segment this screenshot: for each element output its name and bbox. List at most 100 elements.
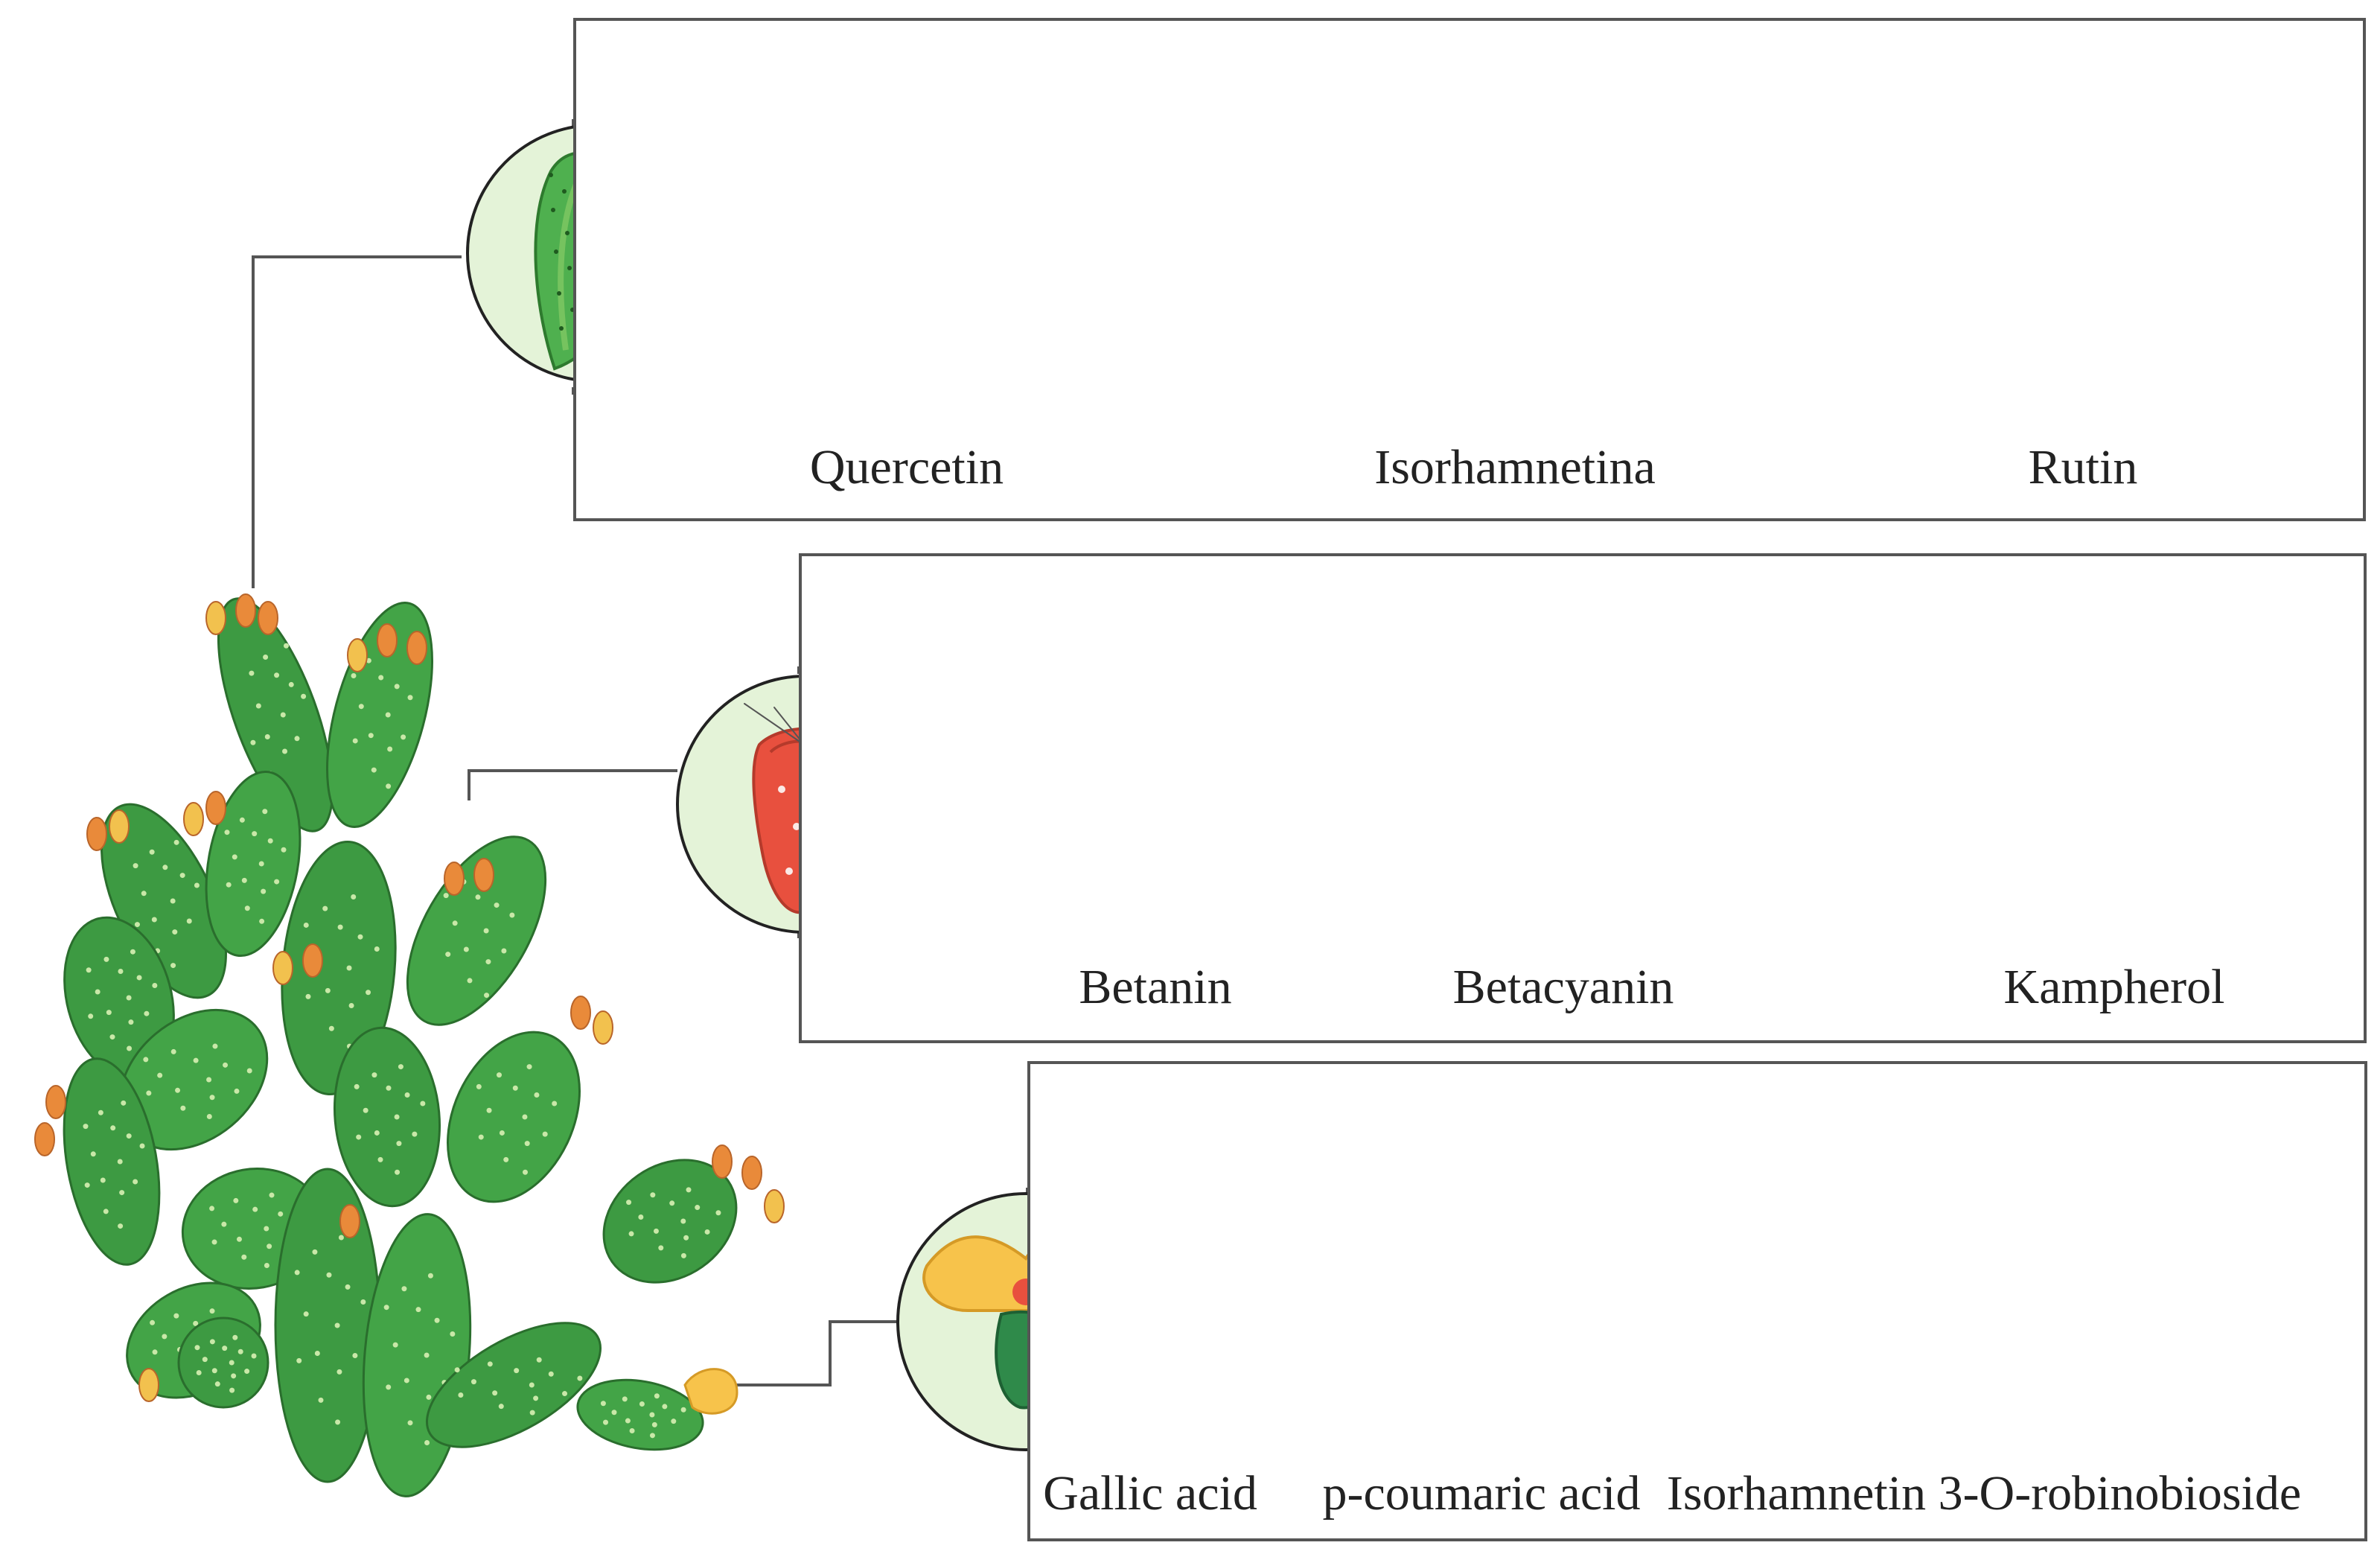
cactus-bud [764,1189,785,1223]
cactus-areole [548,1371,554,1377]
cactus-areole [542,1131,548,1137]
cactus-areole [374,1130,380,1136]
cactus-areole [212,1043,218,1049]
cactus-areole [136,975,142,981]
cactus-areole [404,1092,410,1098]
cactus-areole [267,838,273,844]
cactus-areole [274,879,280,885]
cactus-areole [133,1179,138,1185]
cactus-areole [396,1141,402,1147]
cactus-areole [348,1002,354,1008]
cactus-pad [602,1159,738,1284]
cactus-areole [296,1357,302,1363]
cactus-areole [84,1182,90,1188]
cactus-areole [209,1339,215,1345]
cactus-areole [98,1109,103,1115]
cactus-areole [173,839,179,845]
cactus-areole [392,1342,398,1348]
cactus-areole [232,1334,238,1340]
cactus-areole [452,920,458,926]
cactus-areole [639,1401,645,1407]
cactus-bud [444,862,465,896]
cactus-areole [503,1156,509,1162]
cactus-areole [483,928,489,934]
compound-label-isorhamnetin-robinobioside: Isorhamnetin 3-O-robinobioside [1666,1466,2302,1521]
cactus-areole [680,1252,686,1258]
cactus-areole [152,983,158,989]
cactus-areole [649,1433,655,1439]
cactus-areole [211,1239,217,1245]
cactus-areole [394,684,400,690]
cactus-areole [250,739,256,745]
cactus-areole [318,1397,324,1403]
cactus-areole [407,1420,413,1426]
cactus-areole [231,1373,237,1379]
cactus-areole [226,882,232,888]
cactus-areole [264,1262,269,1268]
cactus-areole [680,1407,686,1413]
compound-label-rutin: Rutin [2028,440,2138,494]
cactus-areole [179,873,185,879]
cactus-areole [244,905,250,911]
cactus-areole [368,733,374,739]
cactus-areole [383,1305,389,1311]
cactus-pad [177,1316,269,1409]
panel-fruit [799,553,2367,1043]
cactus-areole [363,1107,369,1113]
cactus-areole [407,695,413,701]
cactus-areole [280,712,286,718]
cactus-areole [426,1394,432,1400]
cactus-areole [263,655,269,660]
cladode-spine [554,249,558,254]
cactus-areole [371,1072,377,1078]
cactus-areole [229,1360,235,1366]
cactus-areole [237,1349,243,1354]
cactus-areole [654,1393,660,1399]
cactus-areole [529,1382,535,1388]
cactus-areole [662,1404,668,1410]
cladode-spine [557,291,561,296]
cactus-areole [224,830,230,835]
cactus-areole [487,1361,493,1367]
cactus-bud [235,593,256,628]
cactus-areole [443,893,449,899]
compound-label-betacyanin: Betacyanin [1452,960,1674,1014]
cactus-bud [741,1156,762,1190]
cactus-areole [152,1349,158,1355]
cactus-bud [302,943,323,978]
cactus-areole [278,1211,284,1217]
cactus-areole [252,1206,258,1212]
cactus-areole [162,865,168,870]
cactus-areole [704,1229,710,1235]
cactus-areole [683,1235,689,1241]
cactus-areole [524,1141,530,1147]
cactus-areole [625,1418,631,1424]
cactus-areole [536,1357,542,1363]
cactus-areole [202,1357,208,1363]
cactus-areole [170,898,176,904]
cactus-bud [86,817,107,851]
cactus-areole [509,912,515,918]
cactus-areole [222,1346,228,1351]
cactus-bud [205,601,226,635]
cactus-areole [229,1387,235,1393]
cactus-areole [103,956,109,962]
cactus-areole [130,949,135,955]
cactus-areole [501,948,507,954]
cactus-pad [406,835,547,1026]
cactus-areole [193,1057,199,1063]
cactus-areole [162,1334,168,1340]
cactus-areole [686,1187,692,1193]
cactus-areole [88,1013,94,1019]
cactus-areole [485,959,491,965]
cactus-areole [534,1092,540,1098]
cactus-areole [420,1101,426,1107]
cactus-areole [241,877,247,883]
cactus-areole [650,1192,656,1198]
cactus-areole [264,1226,269,1232]
cactus-areole [336,1369,342,1375]
cactus-areole [328,1025,334,1031]
fruit-areole [778,786,785,793]
cactus-areole [335,1419,341,1425]
